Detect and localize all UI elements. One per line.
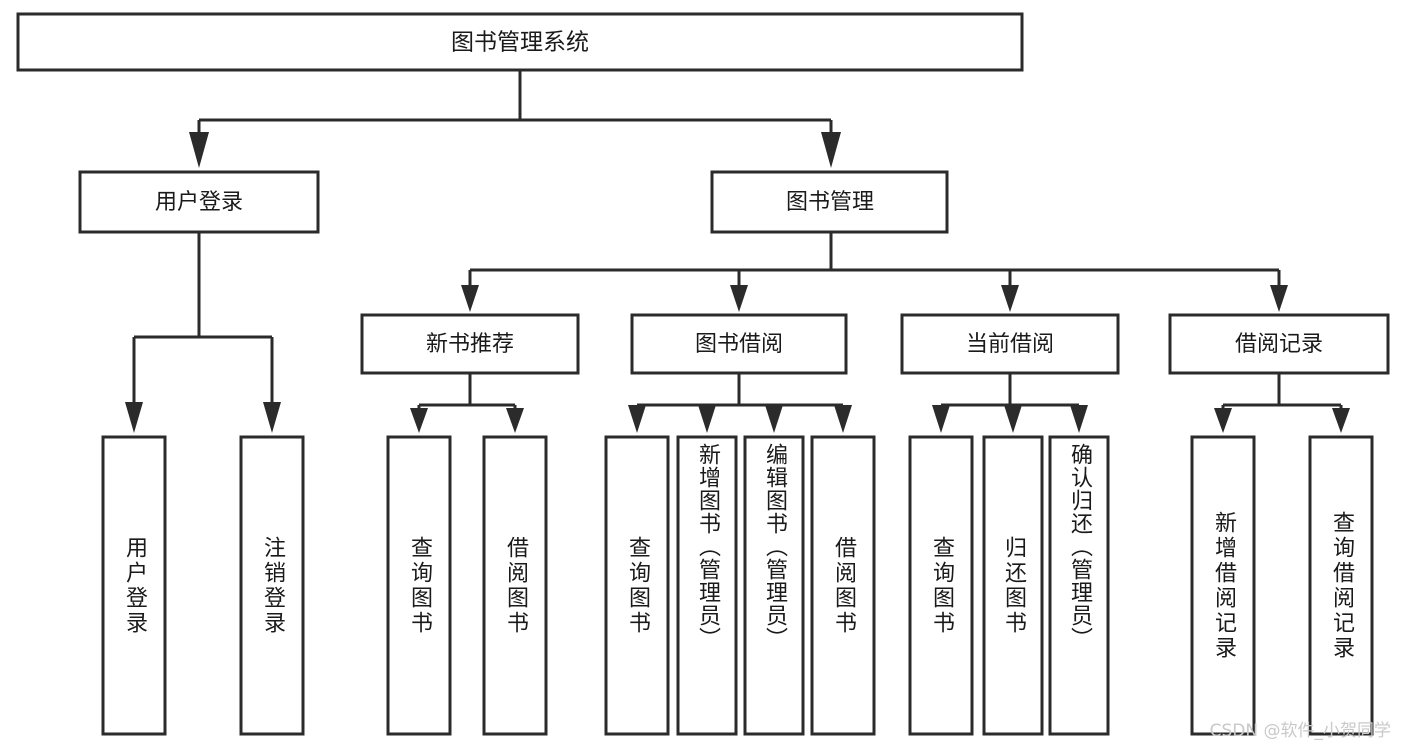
node-leaf-add-record-label-wrap: 新增借阅记录 [1192,437,1254,734]
node-book-borrow[interactable]: 图书借阅 [630,313,848,375]
node-leaf-logout[interactable] [239,435,305,736]
node-leaf-confirm-return-label-wrap: 确认归还（管理员） [1050,437,1108,734]
node-leaf-edit-book-label: 编辑图书（管理员） [762,443,787,650]
node-current-borrow-label: 当前借阅 [966,332,1054,357]
arrowhead-leaf-add-record [1214,408,1232,433]
node-leaf-user-login-label: 用户登录 [122,535,147,636]
node-borrow-record[interactable]: 借阅记录 [1168,313,1390,375]
node-root[interactable]: 图书管理系统 [16,12,1024,72]
arrowhead-book-borrow [730,285,748,312]
arrowhead-leaf-query-record [1332,408,1350,433]
node-leaf-return-book-box[interactable] [982,435,1044,736]
node-leaf-query-book-3-label-wrap: 查询图书 [910,437,972,734]
node-leaf-query-record-box[interactable] [1308,435,1374,736]
node-leaf-query-record-label: 查询借阅记录 [1329,510,1354,661]
node-leaf-add-book-box[interactable] [676,435,738,736]
node-leaf-borrow-book-1-box[interactable] [482,435,548,736]
node-user-login-label: 用户登录 [155,190,243,215]
node-leaf-query-record-label-wrap: 查询借阅记录 [1310,437,1372,734]
node-book-borrow-box[interactable] [630,313,848,375]
node-current-borrow[interactable]: 当前借阅 [900,313,1120,375]
arrowhead-leaf-logout [263,402,281,433]
node-leaf-return-book-label: 归还图书 [1001,535,1026,636]
node-leaf-logout-box[interactable] [239,435,305,736]
node-leaf-user-login-box[interactable] [101,435,167,736]
node-leaf-logout-label-wrap: 注销登录 [241,437,303,734]
node-book-manage-box[interactable] [710,170,949,234]
arrowhead-leaf-confirm-return [1070,405,1088,433]
arrowhead-borrow-record [1270,285,1288,312]
node-root-label: 图书管理系统 [451,30,589,56]
node-leaf-edit-book-box[interactable] [743,435,805,736]
arrowhead-leaf-borrow-book-2 [834,405,852,433]
node-leaf-user-login-label-wrap: 用户登录 [103,437,165,734]
node-leaf-borrow-book-2[interactable] [810,435,876,736]
arrowhead-new-book-recommend [461,285,479,312]
node-leaf-query-book-3-box[interactable] [908,435,974,736]
node-leaf-borrow-book-2-label: 借阅图书 [831,535,856,636]
node-user-login-box[interactable] [78,170,320,234]
node-leaf-borrow-book-1[interactable] [482,435,548,736]
arrowhead-leaf-borrow-book-1 [506,408,524,433]
arrowhead-leaf-user-login [125,402,143,433]
node-leaf-add-book-label: 新增图书（管理员） [695,443,720,650]
node-leaf-add-record-label: 新增借阅记录 [1211,510,1236,661]
arrowhead-leaf-query-book-1 [410,408,428,433]
node-leaf-borrow-book-2-box[interactable] [810,435,876,736]
node-leaf-query-book-2[interactable] [604,435,670,736]
node-leaf-query-book-1-box[interactable] [386,435,452,736]
arrowhead-leaf-edit-book [765,405,783,433]
node-leaf-confirm-return[interactable] [1048,435,1110,736]
node-user-login[interactable]: 用户登录 [78,170,320,234]
node-leaf-query-book-2-label: 查询图书 [625,535,650,636]
arrowhead-user-login [189,132,209,168]
node-leaf-user-login[interactable] [101,435,167,736]
connector-layer [125,70,1350,433]
node-leaf-logout-label: 注销登录 [260,535,285,636]
node-borrow-record-box[interactable] [1168,313,1390,375]
arrowhead-leaf-return-book [1004,405,1022,433]
node-book-borrow-label: 图书借阅 [695,332,783,357]
node-leaf-add-book[interactable] [676,435,738,736]
node-new-book-recommend[interactable]: 新书推荐 [360,313,580,375]
node-leaf-borrow-book-2-label-wrap: 借阅图书 [812,437,874,734]
node-new-book-recommend-label: 新书推荐 [426,332,514,357]
node-leaf-edit-book[interactable] [743,435,805,736]
node-leaf-query-book-1-label: 查询图书 [407,535,432,636]
node-leaf-borrow-book-1-label: 借阅图书 [503,535,528,636]
node-book-manage-label: 图书管理 [786,190,874,215]
node-current-borrow-box[interactable] [900,313,1120,375]
node-leaf-return-book-label-wrap: 归还图书 [984,437,1042,734]
node-borrow-record-label: 借阅记录 [1235,332,1323,357]
node-leaf-add-record[interactable] [1190,435,1256,736]
node-leaf-query-book-2-box[interactable] [604,435,670,736]
arrowhead-leaf-add-book [698,405,716,433]
node-new-book-recommend-box[interactable] [360,313,580,375]
node-leaf-confirm-return-box[interactable] [1048,435,1110,736]
arrowhead-current-borrow [1001,285,1019,312]
node-book-manage[interactable]: 图书管理 [710,170,949,234]
node-leaf-edit-book-label-wrap: 编辑图书（管理员） [745,437,803,734]
node-leaf-query-book-2-label-wrap: 查询图书 [606,437,668,734]
arrowhead-leaf-query-book-2 [628,405,646,433]
node-root-box[interactable] [16,12,1024,72]
node-leaf-query-book-3-label: 查询图书 [929,535,954,636]
node-leaf-add-book-label-wrap: 新增图书（管理员） [678,437,736,734]
arrowhead-leaf-query-book-3 [932,405,950,433]
node-leaf-query-book-1-label-wrap: 查询图书 [388,437,450,734]
node-leaf-borrow-book-1-label-wrap: 借阅图书 [484,437,546,734]
arrowhead-book-manage [821,132,841,168]
node-leaf-query-book-1[interactable] [386,435,452,736]
node-leaf-confirm-return-label: 确认归还（管理员） [1067,443,1092,650]
node-leaf-return-book[interactable] [982,435,1044,736]
node-leaf-query-record[interactable] [1308,435,1374,736]
node-leaf-add-record-box[interactable] [1190,435,1256,736]
node-leaf-query-book-3[interactable] [908,435,974,736]
